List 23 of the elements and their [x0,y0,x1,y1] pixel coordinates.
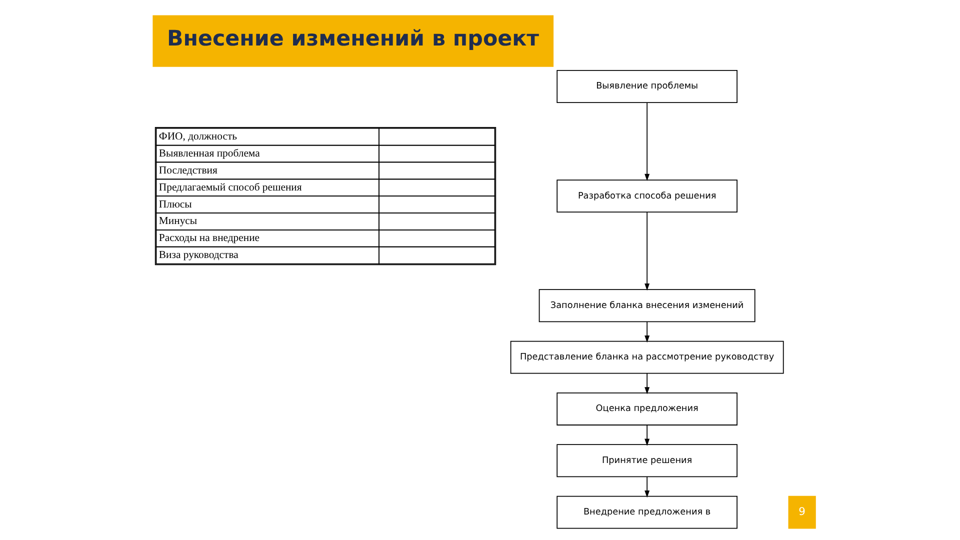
node-box: Разработка способа решения [556,180,737,213]
label: Минусы [158,215,197,228]
label: Последствия [158,164,217,176]
label: ФИО, должность [158,130,237,143]
label: 9 [798,505,805,518]
node-box: Принятие решения [556,444,737,478]
diagram-title: Внесение изменений в проект [166,26,539,52]
label: Расходы на внедрение [158,232,260,244]
label: Предлагаемый способ решения [158,181,302,194]
node-box: Оценка предложения [556,392,737,426]
node-box: Заполнение бланка внесения изменений [538,289,755,322]
arrow [644,321,650,343]
arrow [644,476,650,498]
label: Плюсы [158,198,192,210]
node-box: Внедрение предложения в [556,496,737,529]
arrow [644,372,650,394]
arrow [644,212,650,291]
label: Выявленная проблема [158,148,260,160]
node-box: Представление бланка на рассмотрение руководству [510,340,784,374]
arrow [644,102,650,182]
node-box: Выявление проблемы [556,70,737,103]
arrow [644,424,650,446]
label: Виза руководства [158,249,238,262]
